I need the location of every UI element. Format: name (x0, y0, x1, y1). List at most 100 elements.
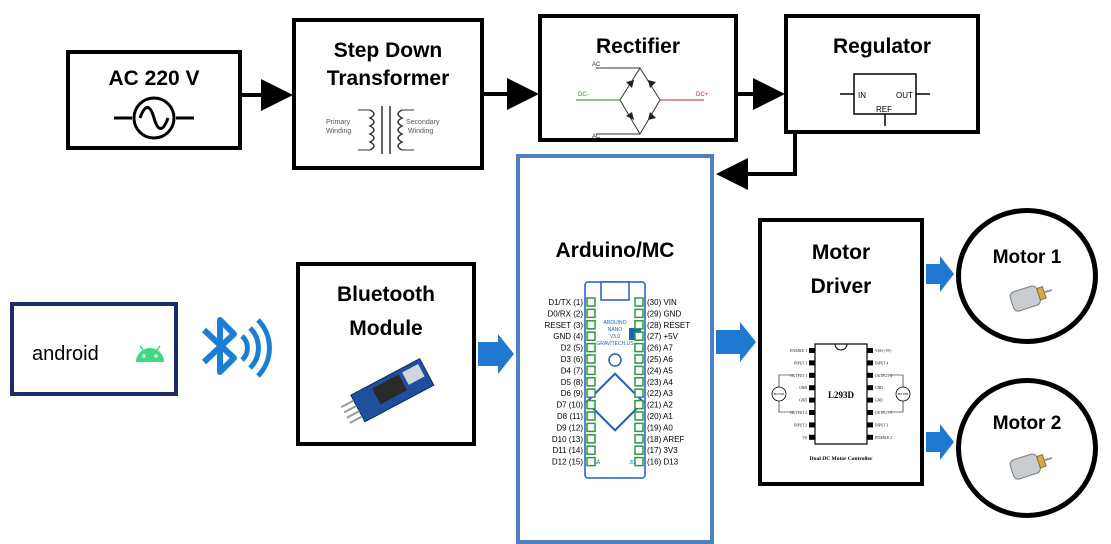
svg-text:Winding: Winding (326, 128, 351, 135)
android-label: android (32, 343, 99, 365)
android-logo: android (32, 343, 164, 365)
regulator-symbol-icon: IN OUT REF (840, 73, 930, 126)
driver-left-pin: GND (799, 399, 807, 403)
driver-right-pin: GND (875, 399, 883, 403)
left-pin-label: D8 (11) (557, 412, 583, 421)
chip-pin (809, 360, 815, 366)
bridge-rectifier-icon: AC AC DC- DC+ (576, 62, 709, 140)
left-pin-label: D0/RX (2) (547, 309, 583, 318)
driver-left-pin: INPUT 1 (794, 361, 807, 365)
pin-pad (586, 354, 596, 364)
driver-left-pin: GND (799, 386, 807, 390)
pin-pad (586, 434, 596, 444)
right-pin-label: (16) D13 (647, 458, 679, 467)
left-pin-label: D6 (9) (561, 389, 584, 398)
left-pin-label: D11 (14) (552, 446, 583, 455)
driver-left-pin: OUTPUT 1 (790, 374, 807, 378)
pin-pad (634, 377, 644, 387)
left-pin-label: D10 (13) (552, 435, 583, 444)
motor-symbol-label: MOTOR (898, 392, 908, 396)
pin-pad (586, 365, 596, 376)
left-pin-label: RESET (3) (544, 321, 583, 330)
left-pin-label: D3 (6) (561, 355, 584, 364)
pin-pad (586, 388, 596, 398)
regulator-in-label: IN (858, 91, 866, 100)
driver-caption: Dual DC Motor Controller (810, 456, 873, 462)
arrow-driver-to-motor2 (926, 424, 954, 460)
driver-right-pin: INPUT 4 (875, 361, 888, 365)
transformer-title-line1: Step Down (333, 39, 443, 62)
motor-driver-title-line1: Motor (811, 241, 871, 264)
chip-pin (809, 410, 815, 415)
regulator-ref-label: REF (876, 105, 892, 114)
left-pin-label: D1/TX (1) (548, 298, 583, 307)
chip-pin (867, 397, 873, 403)
driver-right-pin: INPUT 3 (875, 423, 888, 427)
driver-left-pin: ENABLE 1 (790, 349, 807, 353)
pin-pad (586, 377, 596, 387)
pin-pad (586, 399, 596, 410)
right-pin-label: (22) A3 (647, 389, 673, 398)
pin-pad (586, 320, 596, 330)
chip-pin (867, 372, 873, 378)
primary-winding-label: Primary (326, 119, 351, 126)
right-pin-label: (21) A2 (647, 401, 673, 410)
motor2-title: Motor 2 (992, 413, 1062, 434)
pin-pad (634, 445, 644, 455)
dc-motor-icon (1009, 453, 1053, 480)
android-block: android (10, 302, 178, 396)
motor1-circle: Motor 1 (956, 208, 1098, 344)
motor-symbol-label: MOTOR (774, 392, 784, 396)
rectifier-dc-minus: DC- (578, 92, 589, 98)
ac-source-title: AC 220 V (108, 67, 200, 90)
pin-pad (634, 320, 644, 330)
rectifier-ac-bottom: AC (592, 134, 601, 140)
left-pin-label: D12 (15) (552, 458, 583, 467)
pin-pad (634, 388, 644, 398)
right-pin-label: (29) GND (647, 309, 681, 318)
pin-pad (634, 434, 644, 444)
driver-right-pin: OUTPUT 4 (875, 374, 892, 378)
left-pin-label: GND (4) (553, 332, 583, 341)
arrow-driver-to-motor1 (926, 256, 954, 292)
arrow-regulator-to-arduino (716, 134, 797, 190)
right-pin-label: (30) VIN (647, 298, 677, 307)
motor2-circle: Motor 2 (956, 378, 1098, 518)
chip-pin (809, 348, 815, 353)
bluetooth-signal-icon (201, 317, 272, 378)
dc-motor-icon (1009, 285, 1053, 312)
chip-pin (809, 422, 815, 428)
pin-pad (586, 411, 596, 421)
driver-right-pin: GND (875, 386, 883, 390)
arduino-nano-board: ARDUINONANOV3.0GRAVITECH.USUSA2009D1/TX … (544, 281, 690, 479)
left-pin-label: D2 (5) (561, 344, 584, 353)
chip-pin (867, 360, 873, 366)
chip-pin (867, 410, 873, 415)
right-pin-label: (26) A7 (647, 344, 673, 353)
arrow-arduino-to-driver (716, 322, 756, 362)
chip-pin (867, 348, 873, 353)
transformer-block: Step Down Transformer Primary Winding Se… (292, 18, 484, 170)
ac-sine-icon (114, 96, 194, 140)
chip-pin (809, 434, 815, 440)
chip-pin (809, 397, 815, 403)
right-pin-label: (24) A5 (647, 366, 673, 375)
rectifier-ac-top: AC (592, 62, 601, 68)
driver-left-pin: OUTPUT 2 (790, 411, 807, 415)
pin-pad (634, 422, 644, 433)
pin-pad (586, 422, 596, 433)
chip-pin (867, 434, 873, 440)
chip-pin (809, 385, 815, 391)
secondary-winding-label: Secondary (406, 119, 440, 126)
bluetooth-title-line1: Bluetooth (337, 283, 435, 306)
transformer-title-line2: Transformer (326, 67, 450, 90)
pin-pad (634, 365, 644, 376)
bluetooth-module-block: Bluetooth Module (296, 262, 476, 446)
pin-pad (634, 399, 644, 410)
ac-source-block: AC 220 V (66, 50, 242, 150)
pin-pad (634, 297, 644, 307)
pin-pad (586, 445, 596, 455)
pin-pad (634, 308, 644, 319)
